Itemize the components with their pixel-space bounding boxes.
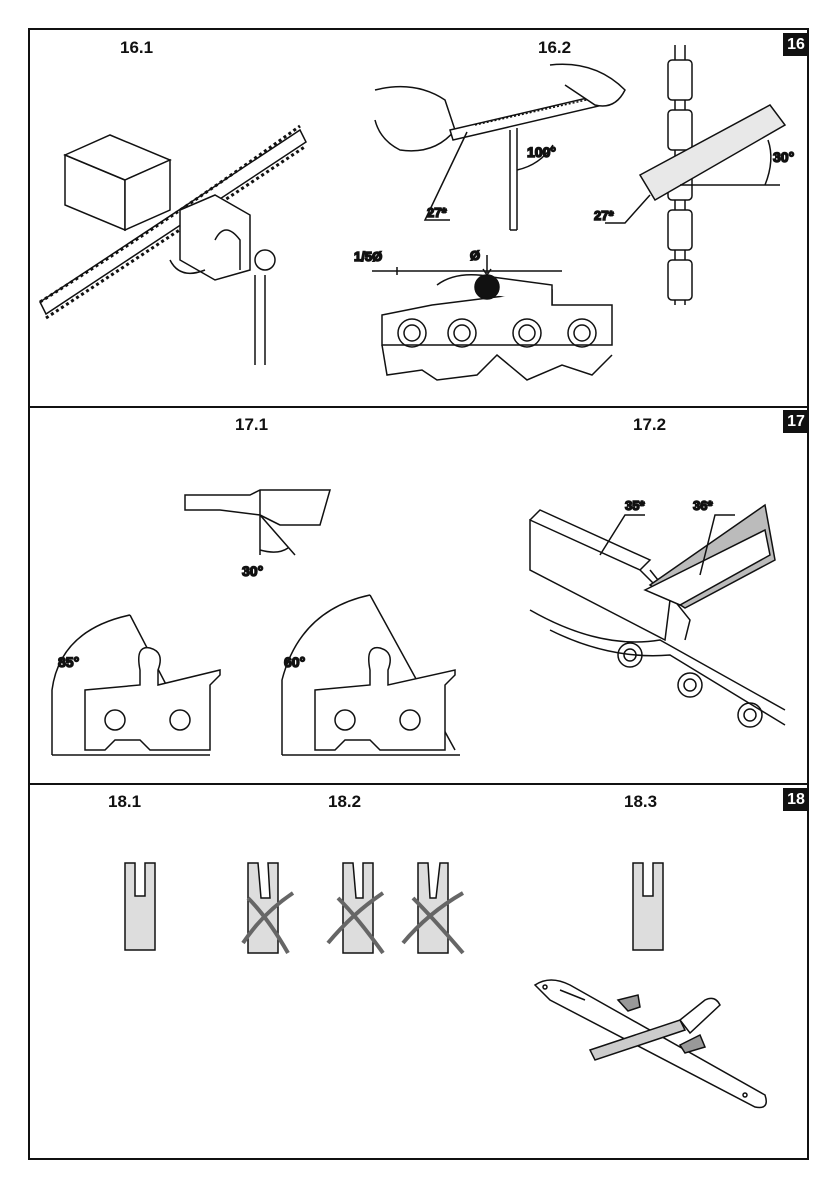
figure-label-17-1: 17.1 [235,415,268,435]
section-divider-17-18 [28,783,809,785]
label-angle-60: 60° [284,654,305,670]
illustration-bar-in-vise [30,70,330,370]
illustration-bar-dressing-file [530,975,775,1125]
label-depth-1-5: 1/5Ø [354,249,382,264]
section-badge-17: 17 [783,410,809,433]
label-angle-30-side: 30° [773,149,794,165]
label-file-27: 27* [427,205,447,220]
figure-label-17-2: 17.2 [633,415,666,435]
figure-label-16-2: 16.2 [538,38,571,58]
illustration-bar-groove-correct [120,858,160,953]
illustration-depth-gauge-flat-file: 35* 36* [520,490,785,770]
label-depth-gauge-35: 35* [625,498,645,513]
section-badge-18: 18 [783,788,809,811]
label-file-27-side: 27* [594,208,614,223]
label-flat-file-36: 36* [693,498,713,513]
label-angle-100: 100° [527,144,556,160]
section-divider-16-17 [28,406,809,408]
figure-label-18-1: 18.1 [108,792,141,812]
illustration-tooth-angle-60: 60° [270,590,470,760]
figure-label-18-3: 18.3 [624,792,657,812]
illustration-tooth-angle-85: 85° [40,590,240,760]
label-angle-30-top: 30° [242,563,263,579]
illustration-chain-side-file-angle: 27* 30° [580,45,795,315]
label-diameter: Ø [470,248,480,263]
figure-label-16-1: 16.1 [120,38,153,58]
figure-label-18-2: 18.2 [328,792,361,812]
illustration-bar-groove-dressed [628,858,668,953]
label-angle-85: 85° [58,654,79,670]
illustration-cutter-top-angle: 30° [180,480,340,590]
illustration-bar-groove-incorrect [248,858,478,958]
